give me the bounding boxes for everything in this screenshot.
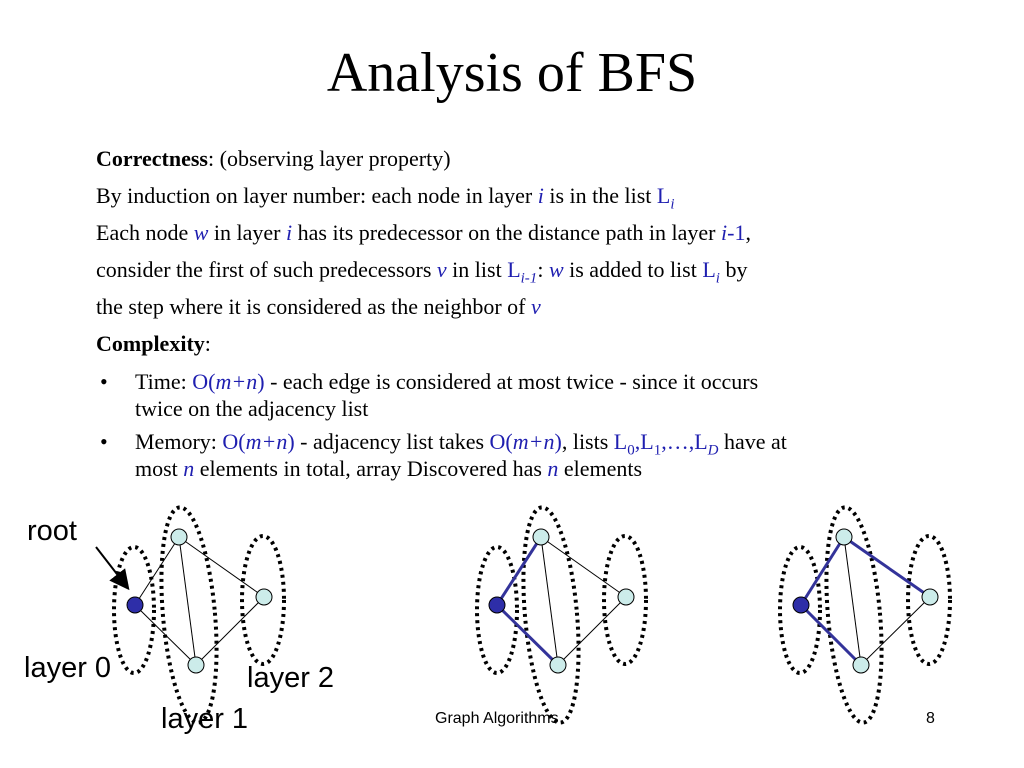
layer-1-label: layer 1 — [161, 703, 249, 735]
correctness-line-3: consider the first of such predecessors … — [96, 257, 748, 287]
graph-node — [187, 656, 205, 674]
time-bullet: • Time: O(m+n) - each edge is considered… — [100, 369, 759, 421]
slide-body: Correctness: (observing layer property) … — [96, 140, 986, 486]
graph-edge — [843, 536, 862, 666]
footer-page-number: 8 — [926, 710, 935, 727]
tree-edge — [843, 535, 931, 599]
graph-edge — [134, 536, 180, 606]
tree-edge — [495, 603, 560, 667]
graph-node — [255, 588, 273, 606]
graph-node — [170, 528, 188, 546]
bullet-dot: • — [100, 369, 108, 394]
root-node — [126, 596, 144, 614]
slide-title: Analysis of BFS — [326, 42, 698, 104]
correctness-line-4: the step where it is considered as the n… — [96, 294, 541, 319]
correctness-heading-line: Correctness: (observing layer property) — [96, 146, 451, 171]
layer-2-label: layer 2 — [247, 662, 335, 694]
graph-node — [549, 656, 567, 674]
root-pointer-arrow — [95, 546, 130, 591]
layer-0-ellipse — [778, 545, 822, 675]
correctness-line-2: Each node w in layer i has its predecess… — [96, 220, 751, 245]
root-node — [792, 596, 810, 614]
graph-node — [921, 588, 939, 606]
layer-0-ellipse — [475, 545, 519, 675]
layer-0-label: layer 0 — [24, 652, 112, 684]
root-node — [488, 596, 506, 614]
graph-diagram-3 — [778, 505, 952, 725]
graph-node — [835, 528, 853, 546]
graph-edge — [134, 604, 197, 666]
correctness-heading: Correctness — [96, 146, 208, 171]
layer-2-ellipse — [906, 534, 952, 666]
layer-1-ellipse — [521, 505, 581, 725]
layer-0-ellipse — [112, 545, 156, 675]
graph-diagram-1 — [95, 505, 286, 725]
correctness-line-1: By induction on layer number: each node … — [96, 183, 675, 213]
graph-edge — [178, 536, 197, 666]
graph-diagram-2 — [475, 505, 648, 725]
graph-edge — [540, 536, 627, 598]
graph-edge — [540, 536, 559, 666]
tree-edge — [799, 603, 863, 667]
complexity-heading: Complexity — [96, 331, 205, 356]
bullet-dot: • — [100, 429, 108, 454]
graph-edge — [860, 596, 931, 666]
graph-node — [532, 528, 550, 546]
graph-edge — [195, 596, 265, 666]
graph-node — [617, 588, 635, 606]
layer-2-ellipse — [602, 534, 648, 666]
layer-1-ellipse — [159, 505, 219, 725]
graph-edge — [178, 536, 265, 598]
memory-bullet: • Memory: O(m+n) - adjacency list takes … — [100, 429, 787, 481]
graph-edge — [557, 596, 627, 666]
graph-node — [852, 656, 870, 674]
tree-edge — [799, 536, 846, 606]
tree-edge — [495, 536, 543, 606]
complexity-heading-line: Complexity: — [96, 331, 211, 356]
root-label: root — [27, 515, 77, 547]
layer-2-ellipse — [240, 534, 286, 666]
footer-course-title: Graph Algorithms — [435, 710, 559, 727]
layer-1-ellipse — [824, 505, 884, 725]
